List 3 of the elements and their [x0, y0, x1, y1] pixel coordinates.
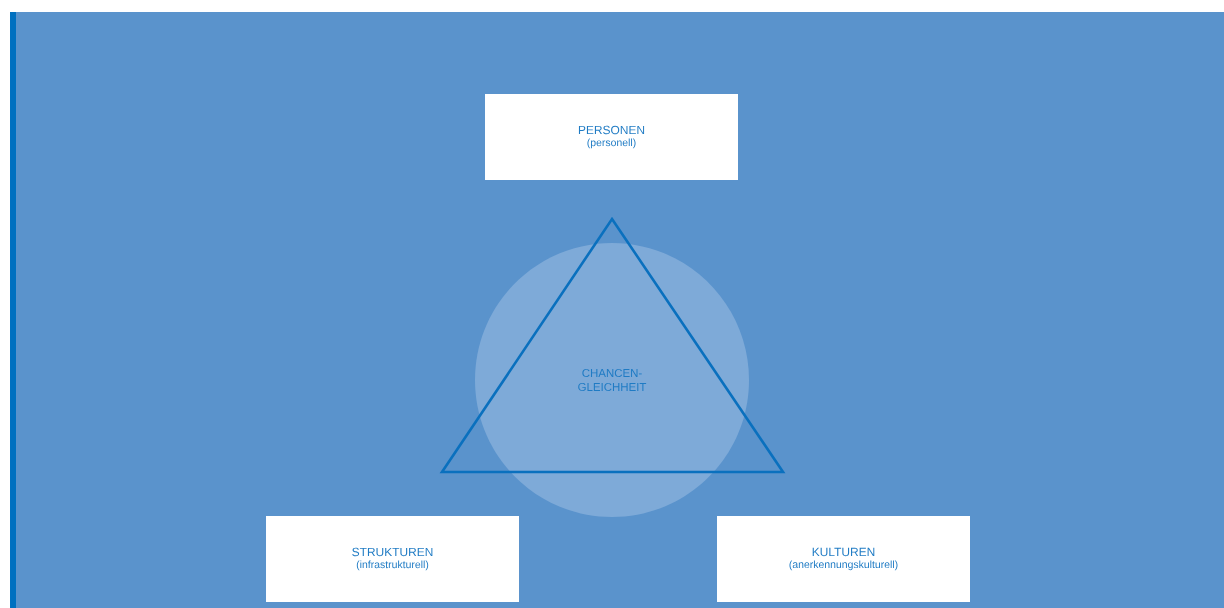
label-box: STRUKTUREN (infrastrukturell) [266, 516, 519, 602]
label-box: PERSONEN (personell) [485, 94, 738, 180]
label-box: KULTUREN (anerkennungskulturell) [717, 516, 970, 602]
